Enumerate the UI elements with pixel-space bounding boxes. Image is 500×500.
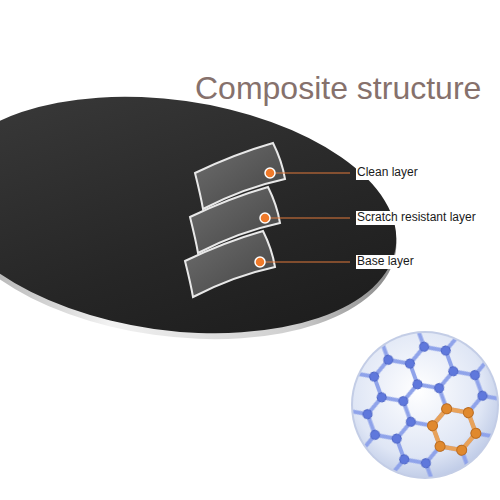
diagram-title: Composite structure <box>195 70 481 107</box>
graphene-bubble <box>340 320 500 490</box>
leader-lines <box>260 173 350 262</box>
layer-label: Scratch resistant layer <box>356 211 477 225</box>
callout-dots <box>255 168 275 267</box>
layer-label: Base layer <box>356 255 415 269</box>
layer-label: Clean layer <box>356 166 419 180</box>
pan-disc <box>0 69 412 366</box>
layer-sheets <box>185 143 285 297</box>
